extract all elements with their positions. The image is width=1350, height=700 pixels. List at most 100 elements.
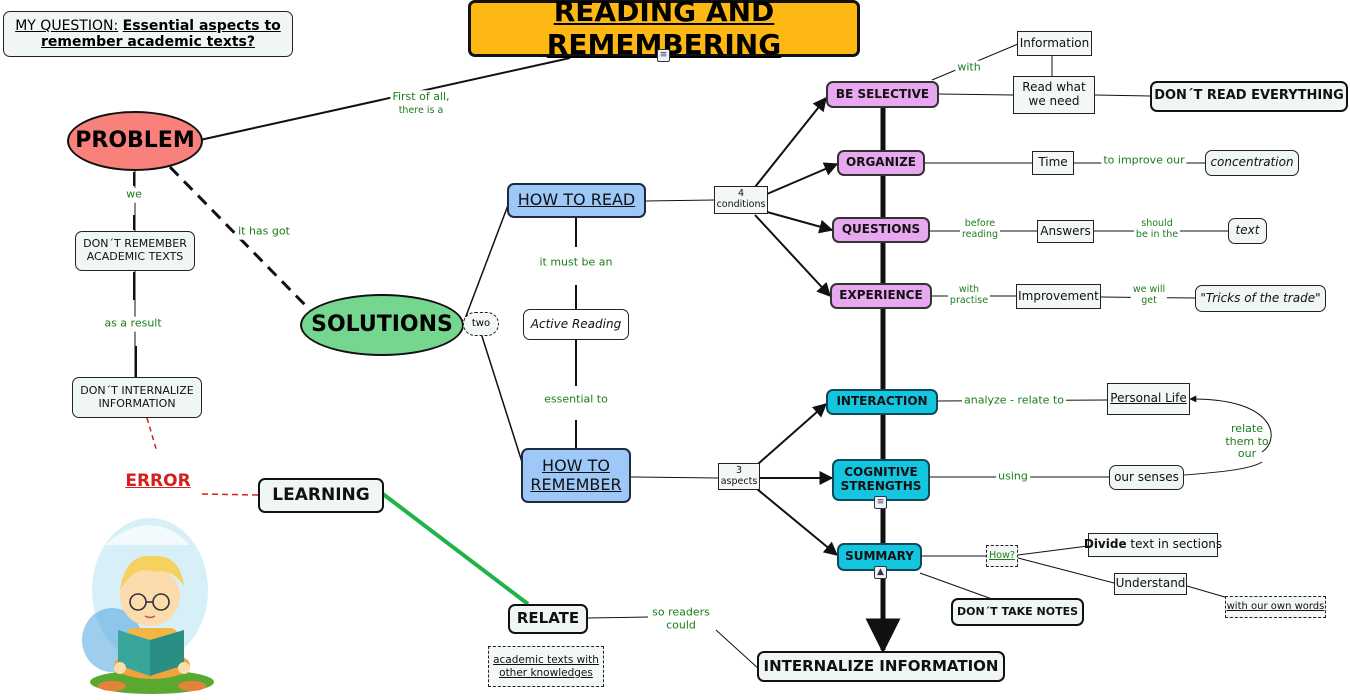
analyze-relate-label: analyze - relate to xyxy=(962,393,1066,409)
internalize-information-node[interactable]: INTERNALIZE INFORMATION xyxy=(757,651,1005,682)
text-node-text: text xyxy=(1235,223,1260,238)
dont-remember-node[interactable]: DON´T REMEMBER ACADEMIC TEXTS xyxy=(75,231,195,271)
to-improve-our-label: to improve our xyxy=(1101,153,1187,169)
first-of-all-label: First of all, there is a xyxy=(390,90,452,118)
dont-remember-text: DON´T REMEMBER ACADEMIC TEXTS xyxy=(83,237,187,263)
error-text: ERROR xyxy=(125,471,191,492)
interaction-node[interactable]: INTERACTION xyxy=(826,389,938,415)
problem-node[interactable]: PROBLEM xyxy=(67,111,203,171)
should-text: should xyxy=(1141,218,1173,230)
own-words-node[interactable]: with our own words xyxy=(1225,596,1326,618)
image-icon[interactable]: ▲ xyxy=(874,566,887,579)
dont-internalize-text: DON´T INTERNALIZE INFORMATION xyxy=(80,383,194,410)
academic-texts-text: academic texts with other knowledges xyxy=(493,654,599,679)
summary-text: SUMMARY xyxy=(845,549,914,564)
get-text: get xyxy=(1141,295,1157,306)
learning-text: LEARNING xyxy=(272,484,370,505)
understand-text: Understand xyxy=(1115,576,1186,591)
organize-node[interactable]: ORGANIZE xyxy=(837,150,925,176)
concentration-node[interactable]: concentration xyxy=(1205,150,1299,176)
how-node[interactable]: How? xyxy=(986,545,1018,567)
personal-life-text: Personal Life xyxy=(1110,391,1187,406)
relate-them-label: relate them to our xyxy=(1223,422,1270,462)
learning-node[interactable]: LEARNING xyxy=(258,478,384,513)
three-aspects-node[interactable]: 3 aspects xyxy=(718,463,760,490)
it-must-be-an-label: it must be an xyxy=(537,255,615,271)
read-what-text: Read what we need xyxy=(1022,80,1086,108)
there-is-a-text: there is a xyxy=(398,104,444,116)
so-readers-could-label: so readers could xyxy=(650,605,712,633)
internalize-information-text: INTERNALIZE INFORMATION xyxy=(763,656,999,675)
information-text: Information xyxy=(1019,35,1090,50)
understand-node[interactable]: Understand xyxy=(1114,573,1187,595)
be-selective-node[interactable]: BE SELECTIVE xyxy=(826,81,939,108)
relate-text: RELATE xyxy=(516,609,580,628)
cognitive-strengths-text: COGNITIVE STRENGTHS xyxy=(840,465,922,493)
our-senses-text: our senses xyxy=(1114,469,1179,484)
problem-text: PROBLEM xyxy=(75,128,195,154)
divide-rest: text in sections xyxy=(1126,537,1223,552)
relate-them-1: relate xyxy=(1231,422,1263,436)
question-text: Essential aspects to remember academic t… xyxy=(41,17,281,50)
tricks-node[interactable]: "Tricks of the trade" xyxy=(1195,285,1326,312)
cognitive-strengths-node[interactable]: COGNITIVE STRENGTHS xyxy=(832,459,930,501)
active-reading-text: Active Reading xyxy=(530,316,622,331)
as-a-result-label: as a result xyxy=(102,316,164,332)
with2-text: with xyxy=(958,284,980,296)
experience-node[interactable]: EXPERIENCE xyxy=(830,283,932,309)
organize-text: ORGANIZE xyxy=(846,155,916,170)
academic-texts-node[interactable]: academic texts with other knowledges xyxy=(488,646,604,687)
solutions-text: SOLUTIONS xyxy=(311,312,453,338)
how-to-remember-node[interactable]: HOW TO REMEMBER xyxy=(521,448,631,503)
solutions-node[interactable]: SOLUTIONS xyxy=(300,294,464,356)
personal-life-node[interactable]: Personal Life xyxy=(1107,383,1190,415)
document-icon[interactable]: ≡ xyxy=(874,496,887,509)
experience-text: EXPERIENCE xyxy=(839,288,923,303)
using-label: using xyxy=(996,469,1030,485)
error-node[interactable]: ERROR xyxy=(118,469,198,495)
could-text: could xyxy=(666,618,696,631)
how-to-remember-text: HOW TO REMEMBER xyxy=(530,456,622,494)
we-label: we xyxy=(124,187,144,203)
two-label: two xyxy=(463,312,499,336)
interaction-text: INTERACTION xyxy=(836,394,928,409)
tricks-text: "Tricks of the trade" xyxy=(1200,290,1321,305)
divide-node[interactable]: Divide text in sections xyxy=(1084,533,1222,557)
own-words-text: with our own words xyxy=(1226,601,1325,613)
information-node[interactable]: Information xyxy=(1017,31,1092,56)
how-to-read-node[interactable]: HOW TO READ xyxy=(507,183,646,218)
dont-take-notes-text: DON´T TAKE NOTES xyxy=(956,604,1079,618)
time-text: Time xyxy=(1038,155,1068,170)
answers-node[interactable]: Answers xyxy=(1037,220,1094,243)
time-node[interactable]: Time xyxy=(1032,151,1074,175)
should-be-in-the-label: should be in the xyxy=(1133,218,1181,242)
four-conditions-node[interactable]: 4 conditions xyxy=(714,186,768,214)
before-text: before xyxy=(964,218,996,230)
our-senses-node[interactable]: our senses xyxy=(1109,465,1184,490)
with-label: with xyxy=(955,60,983,76)
questions-node[interactable]: QUESTIONS xyxy=(832,217,930,243)
essential-to-label: essential to xyxy=(542,392,610,408)
improvement-text: Improvement xyxy=(1018,288,1099,303)
relate-them-2: them to xyxy=(1225,434,1269,448)
question-box: MY QUESTION: Essential aspects to rememb… xyxy=(3,11,293,57)
text-node[interactable]: text xyxy=(1228,218,1267,244)
document-icon[interactable]: ≡ xyxy=(657,49,670,62)
relate-node[interactable]: RELATE xyxy=(508,604,588,634)
improvement-node[interactable]: Improvement xyxy=(1016,284,1101,309)
read-what-node[interactable]: Read what we need xyxy=(1013,76,1095,114)
active-reading-node[interactable]: Active Reading xyxy=(523,309,629,340)
dont-internalize-node[interactable]: DON´T INTERNALIZE INFORMATION xyxy=(72,377,202,418)
before-reading-label: before reading xyxy=(959,218,1001,242)
dont-take-notes-node[interactable]: DON´T TAKE NOTES xyxy=(951,598,1084,626)
first-of-all-text: First of all, xyxy=(392,90,450,104)
it-has-got-label: it has got xyxy=(236,224,292,240)
how-to-read-text: HOW TO READ xyxy=(517,190,636,210)
four-conditions-text: 4 conditions xyxy=(716,188,766,210)
relate-them-3: our xyxy=(1237,447,1257,461)
we-will-get-label: we will get xyxy=(1130,284,1168,308)
be-in-the-text: be in the xyxy=(1135,229,1179,240)
dont-read-everything-node[interactable]: DON´T READ EVERYTHING xyxy=(1150,81,1348,112)
two-text: two xyxy=(471,318,491,330)
